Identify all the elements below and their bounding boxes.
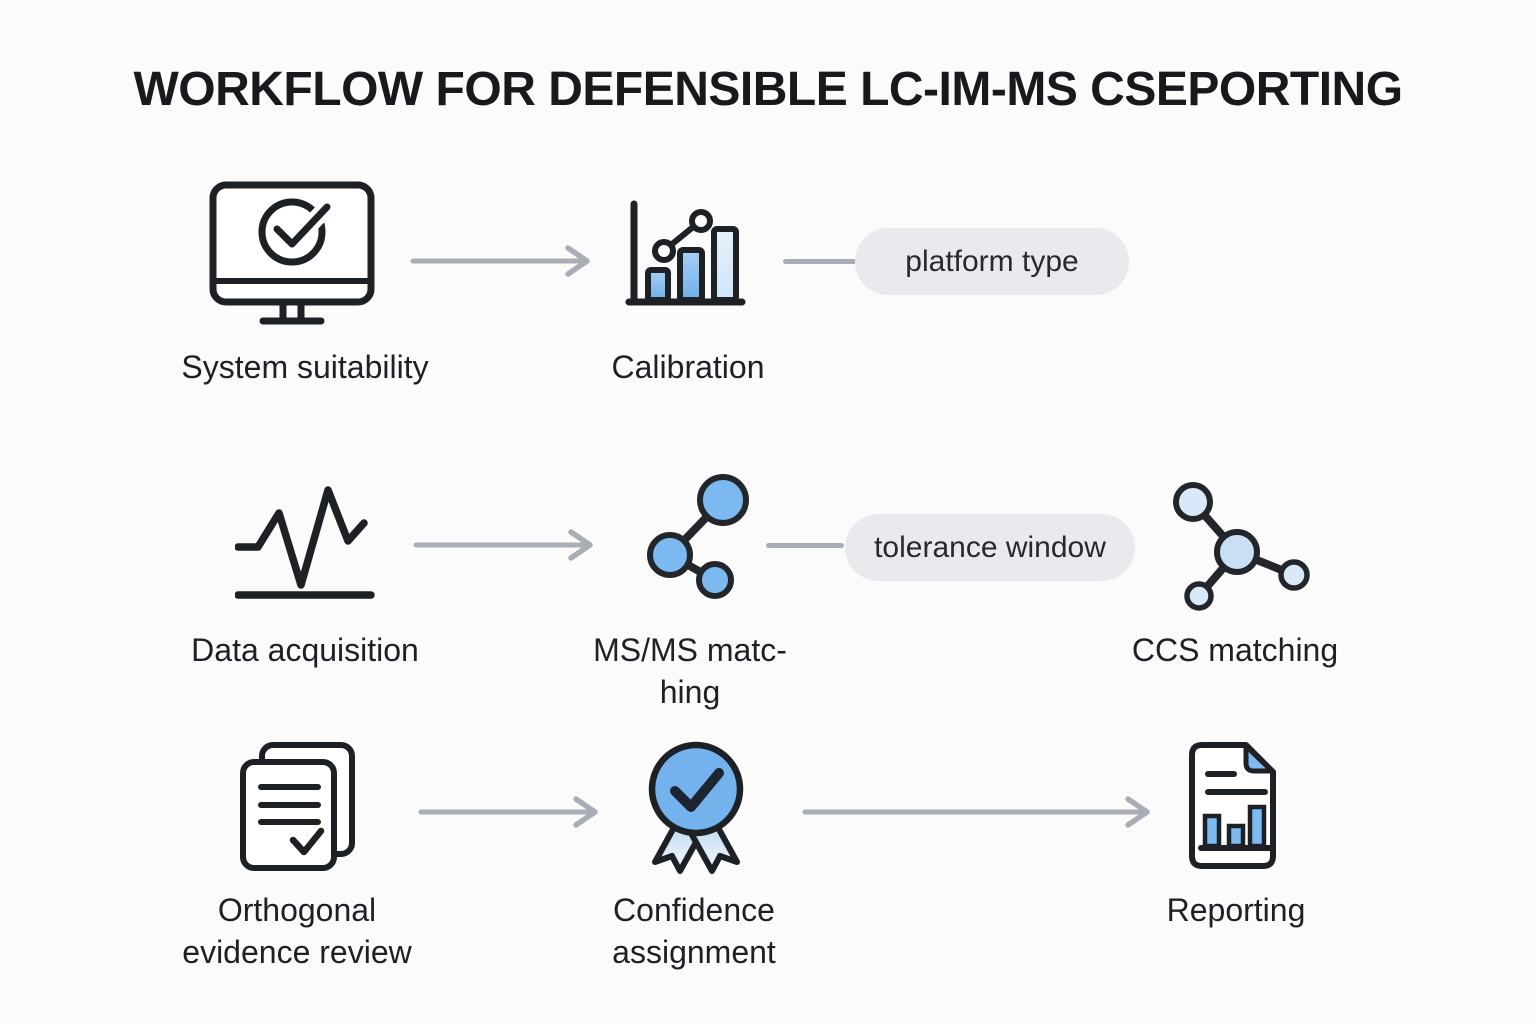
msms-matching-label: MS/MS matc- hing <box>540 629 840 713</box>
monitor-check-icon <box>208 180 376 328</box>
arrow-right-icon <box>418 796 610 828</box>
confidence-label-line2: assignment <box>612 934 776 970</box>
calibration-label: Calibration <box>611 349 765 385</box>
molecule-blue-icon <box>644 474 750 600</box>
reporting-label: Reporting <box>1166 892 1306 928</box>
msms-matching-label-line2: hing <box>659 674 721 710</box>
orthogonal-label-line1: Orthogonal <box>217 892 377 928</box>
orthogonal-evidence-review-label: Orthogonal evidence review <box>97 889 497 973</box>
confidence-assignment-label: Confidence assignment <box>544 889 844 973</box>
connector-line <box>783 259 857 264</box>
molecule-light-icon <box>1173 477 1315 614</box>
msms-matching-label-line1: MS/MS matc- <box>593 632 787 668</box>
documents-check-icon <box>240 742 356 872</box>
tolerance-window-tag: tolerance window <box>845 514 1135 581</box>
confidence-label-line1: Confidence <box>613 892 775 928</box>
medal-check-icon <box>644 740 748 874</box>
orthogonal-label-line2: evidence review <box>182 934 412 970</box>
platform-type-tag: platform type <box>855 228 1129 295</box>
system-suitability-label: System suitability <box>181 349 429 385</box>
page-title: WORKFLOW FOR DEFENSIBLE LC-IM-MS CSEPORT… <box>133 63 1403 116</box>
data-acquisition-label: Data acquisition <box>191 632 419 668</box>
bar-chart-trend-icon <box>624 198 746 310</box>
waveform-icon <box>235 485 375 603</box>
arrow-right-icon <box>413 529 605 561</box>
ccs-matching-label: CCS matching <box>1131 632 1339 668</box>
report-document-icon <box>1188 742 1287 870</box>
arrow-right-icon <box>410 245 602 277</box>
arrow-right-icon <box>802 796 1162 828</box>
connector-line <box>766 543 844 548</box>
